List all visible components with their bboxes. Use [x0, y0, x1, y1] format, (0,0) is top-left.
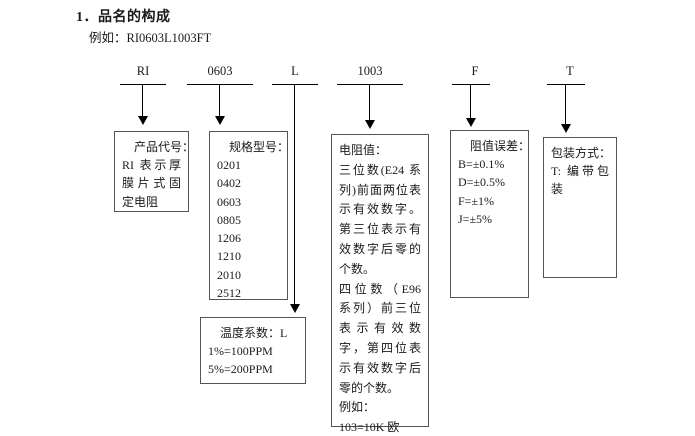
box-product-code-title: 产品代号：: [134, 140, 195, 154]
box-resistance-value: 电阻值： 三位数(E24 系列)前面两位表示有效数字。第三位表示有效数字后零的个…: [331, 134, 429, 434]
example-part-number: 例如：RI0603L1003FT: [89, 31, 212, 45]
size-item-2010: 2010: [217, 267, 241, 282]
code-label-1003: 1003: [357, 64, 383, 78]
box-product-code: 产品代号： RI 表示厚 膜片式固 定电阻: [114, 131, 195, 212]
size-item-1210: 1210: [217, 249, 241, 264]
size-item-0201: 0201: [217, 158, 241, 173]
box-size-code: 规格型号： 0201 0402 0603 0805 1206 1210 2010…: [209, 131, 290, 300]
resistance-example-1: 103=10K 欧: [339, 420, 400, 435]
code-label-ri: RI: [136, 64, 150, 78]
connector-0603: [185, 84, 255, 128]
code-label-0603: 0603: [207, 64, 233, 78]
box-size-code-title: 规格型号：: [229, 140, 290, 154]
box-resistance-value-title: 电阻值：: [339, 143, 388, 157]
box-temperature-coefficient: 温度系数：L 1%=100PPM 5%=200PPM: [200, 317, 306, 384]
connector-1003: [335, 84, 405, 132]
box-product-code-line-2: 膜片式固: [122, 176, 181, 191]
connector-t: [545, 84, 595, 136]
box-temperature-coefficient-title: 温度系数：L: [220, 326, 288, 340]
box-packaging-title: 包装方式：: [551, 146, 612, 160]
box-product-code-line-3: 定电阻: [122, 194, 159, 209]
box-tolerance-title: 阻值误差：: [470, 139, 531, 153]
connector-f: [450, 84, 500, 130]
resistance-paragraph-e24: 三位数(E24 系列)前面两位表示有效数字。第三位表示有效数字后零的个数。: [339, 162, 421, 276]
size-item-0805: 0805: [217, 212, 241, 227]
code-label-t: T: [566, 64, 574, 78]
size-item-0603: 0603: [217, 194, 241, 209]
tolerance-item-d: D=±0.5%: [458, 175, 506, 190]
box-packaging: 包装方式： T: 编带包 装: [543, 137, 617, 278]
packaging-line-1: T: 编带包: [551, 164, 609, 179]
connector-ri: [118, 84, 168, 128]
code-label-l: L: [291, 64, 299, 78]
box-tolerance: 阻值误差： B=±0.1% D=±0.5% F=±1% J=±5%: [450, 130, 531, 298]
size-item-0402: 0402: [217, 176, 241, 191]
box-product-code-line-1: RI 表示厚: [122, 158, 181, 173]
tempco-line-1: 1%=100PPM: [208, 344, 273, 359]
code-label-f: F: [471, 64, 479, 78]
page-title: 1．品名的构成: [76, 10, 171, 25]
tempco-line-2: 5%=200PPM: [208, 362, 273, 377]
resistance-paragraph-e96: 四位数（E96 系列）前三位表示有效数字，第四位表示有效数字后零的个数。: [339, 281, 421, 395]
tolerance-item-f: F=±1%: [458, 193, 495, 208]
tolerance-item-j: J=±5%: [458, 211, 493, 226]
packaging-line-2: 装: [551, 182, 564, 197]
connector-l: [270, 84, 320, 316]
size-item-2512: 2512: [217, 285, 241, 300]
resistance-example-label: 例如：: [339, 400, 376, 415]
size-item-1206: 1206: [217, 231, 241, 246]
tolerance-item-b: B=±0.1%: [458, 157, 505, 172]
